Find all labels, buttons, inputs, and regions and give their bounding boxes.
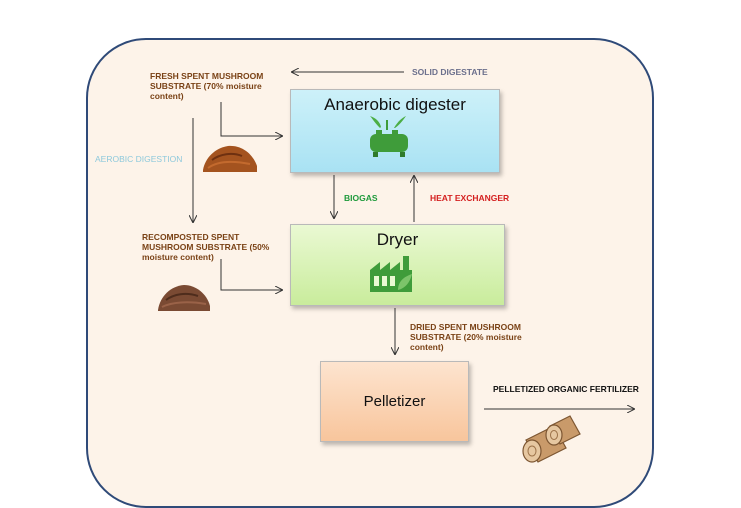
recomposted-substrate-label: RECOMPOSTED SPENT MUSHROOM SUBSTRATE (50…	[142, 232, 270, 262]
pelletizer-title: Pelletizer	[363, 393, 426, 410]
fresh-to-digester-arrow	[220, 102, 282, 136]
logs-icon	[522, 415, 581, 463]
recomposted-to-dryer-arrow	[220, 259, 282, 290]
process-diagram: Anaerobic digester Dryer Pelletizer	[86, 0, 741, 508]
dryer-title: Dryer	[376, 230, 419, 249]
fertilizer-label: PELLETIZED ORGANIC FERTILIZER	[493, 384, 639, 394]
solid-digestate-label: SOLID DIGESTATE	[412, 67, 488, 77]
connectors	[158, 0, 741, 463]
heat-exchanger-label: HEAT EXCHANGER	[430, 193, 510, 203]
aerobic-digestion-label: AEROBIC DIGESTION	[95, 154, 183, 164]
digester-title: Anaerobic digester	[324, 95, 466, 114]
pelletizer-box: Pelletizer	[320, 361, 469, 442]
fresh-substrate-label: FRESH SPENT MUSHROOM SUBSTRATE (70% mois…	[150, 71, 264, 101]
compost-pile-icon	[158, 285, 210, 311]
biogas-label: BIOGAS	[344, 193, 378, 203]
dried-substrate-label: DRIED SPENT MUSHROOM SUBSTRATE (20% mois…	[410, 322, 522, 352]
tank-icon	[370, 116, 408, 157]
factory-icon	[370, 256, 412, 292]
compost-pile-icon	[203, 145, 257, 172]
